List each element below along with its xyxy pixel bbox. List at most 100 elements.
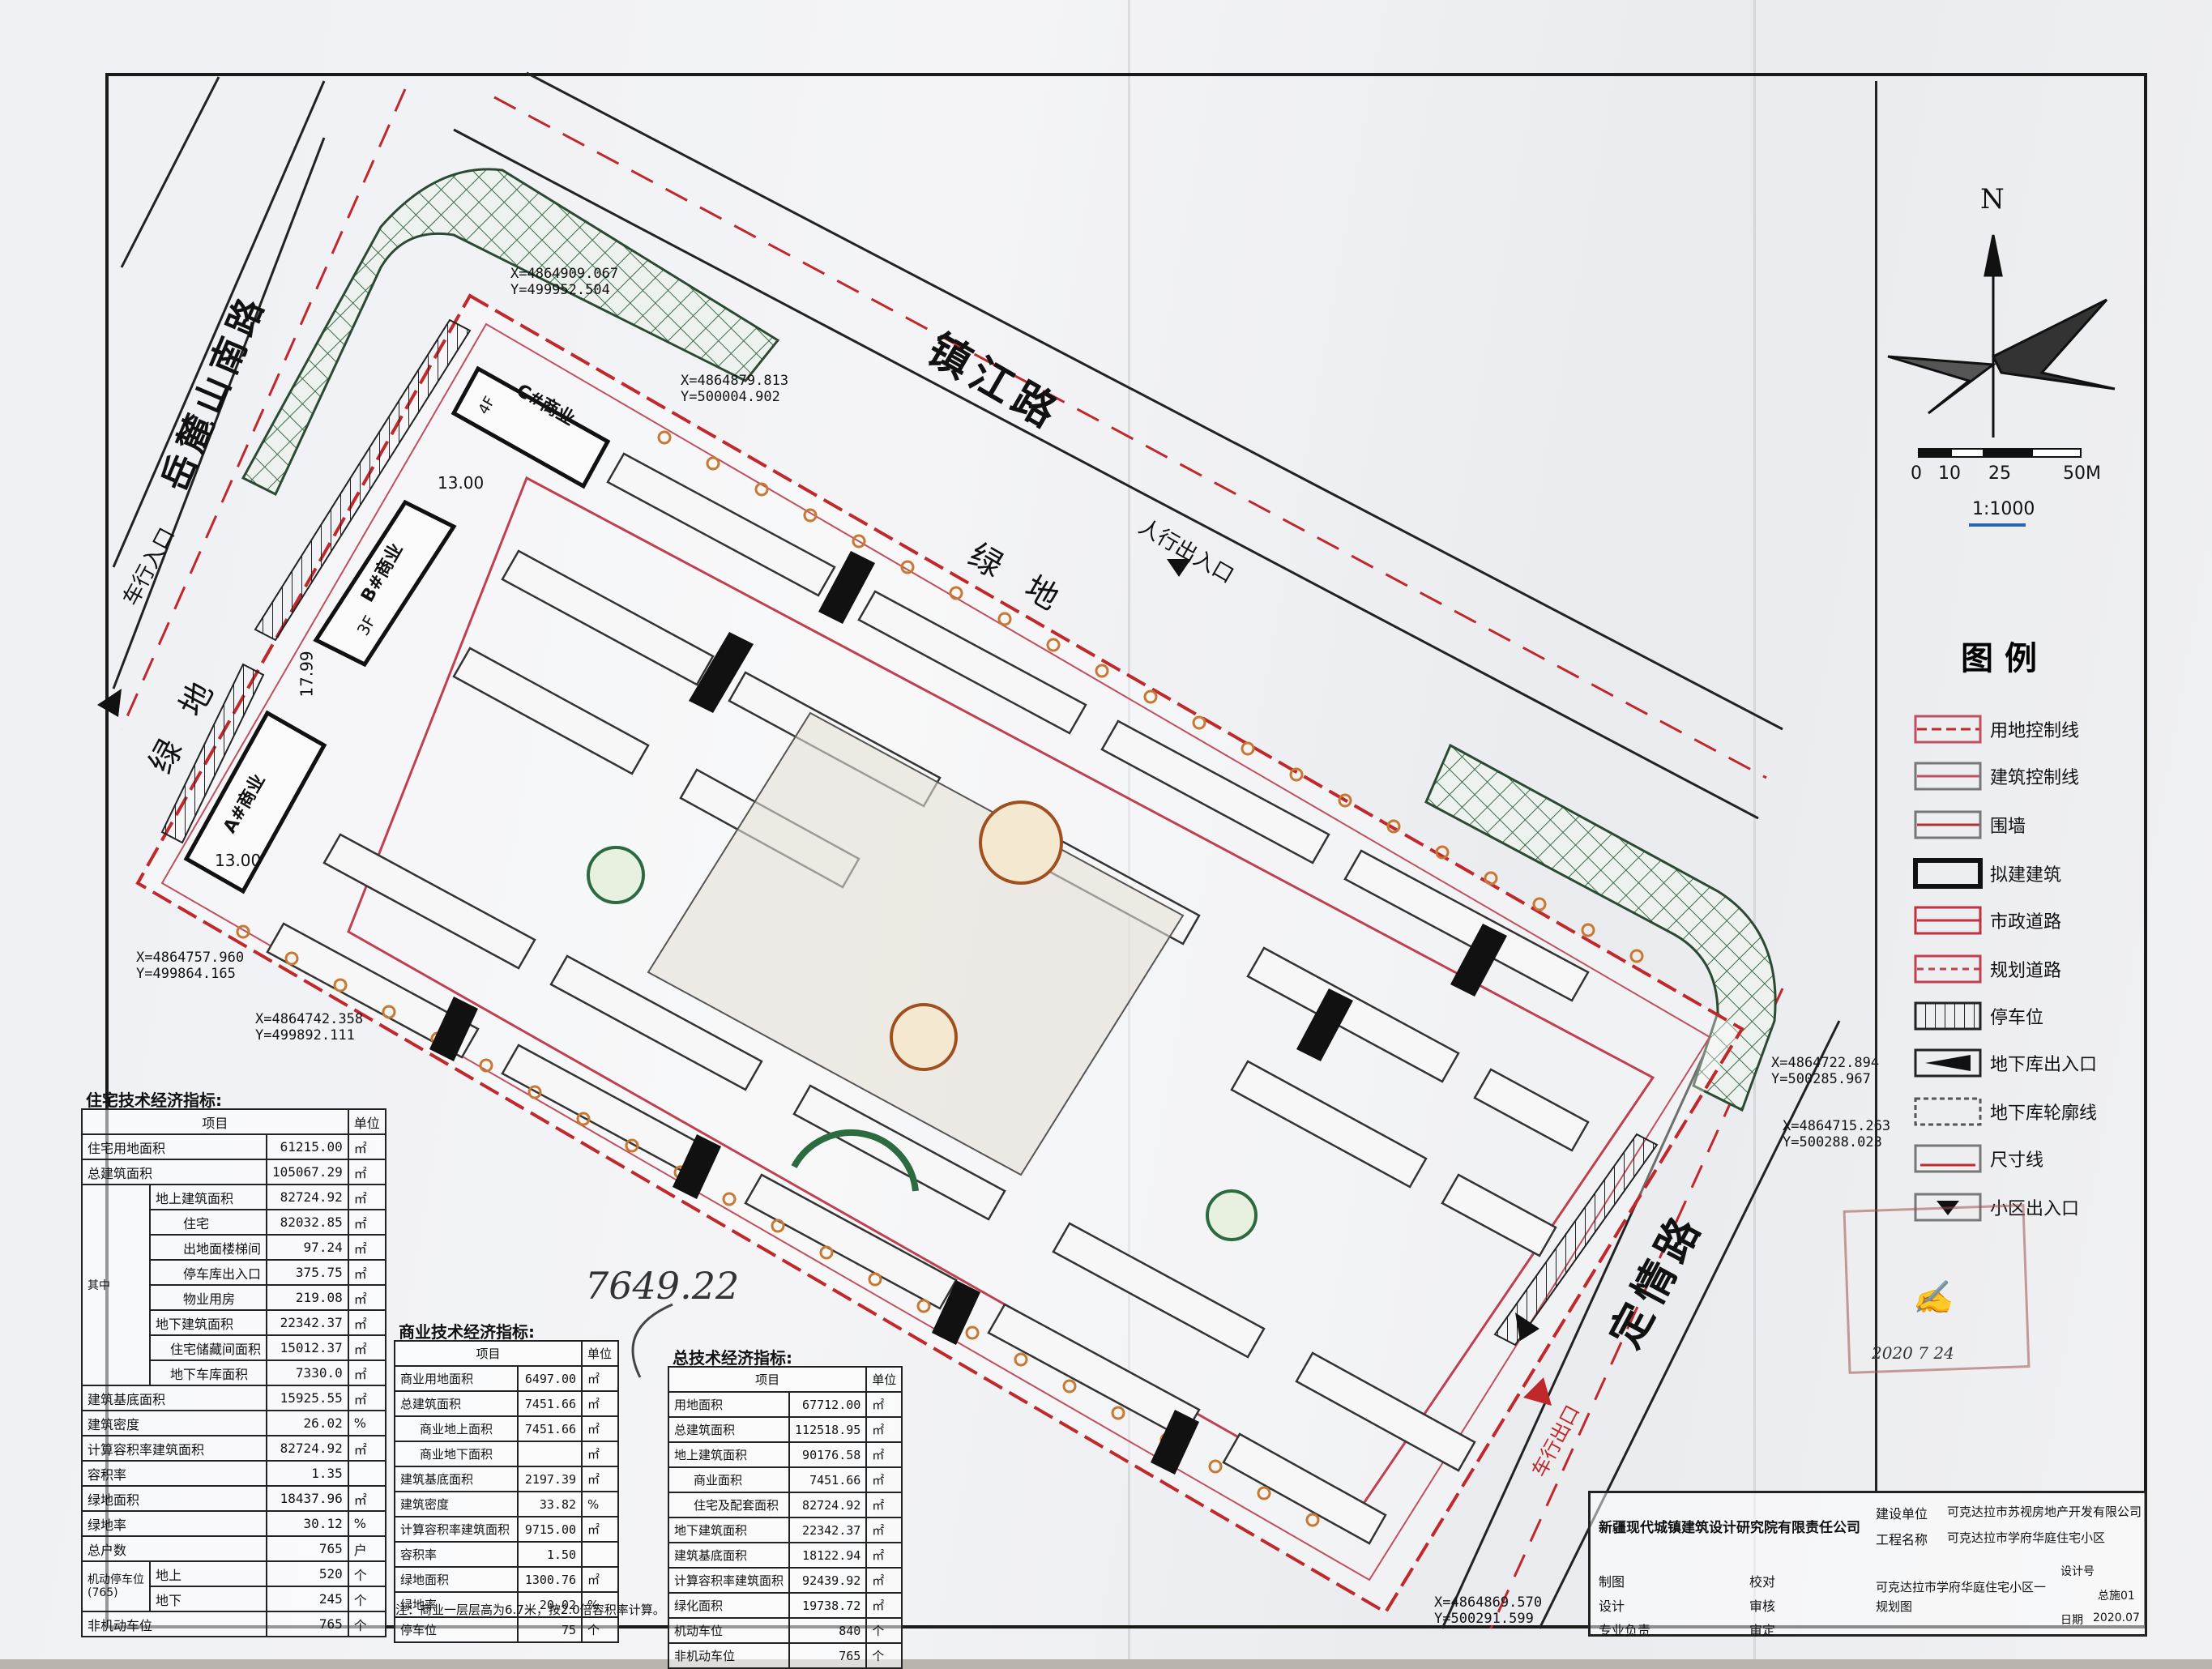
scale-tick: 50M (2063, 463, 2101, 484)
table-header: 项目单位 (393, 1340, 619, 1367)
role-label: 专业负责 (1599, 1623, 1651, 1638)
parking-strips (160, 318, 1659, 1347)
scale-ratio: 1:1000 (1972, 499, 2035, 519)
role-label: 设计 (1599, 1599, 1625, 1614)
project-label: 工程名称 (1876, 1532, 1928, 1547)
green-area (1424, 743, 1777, 1112)
date-label: 日期 (2060, 1614, 2083, 1627)
role-label: 审核 (1749, 1599, 1776, 1614)
scale-tick: 0 (1911, 463, 1922, 484)
green-area (241, 168, 780, 497)
drawing-no: 总施01 (2098, 1590, 2135, 1603)
dimension-label: 17.99 (297, 651, 317, 698)
signature: ✍ (1912, 1279, 1953, 1317)
table-header: 项目单位 (81, 1108, 386, 1135)
paper-fold (1753, 0, 1756, 1659)
legend-item: 围墙 (1990, 817, 2026, 837)
stamp-date: 2020 7 24 (1872, 1343, 1954, 1363)
designer-name: 新疆现代城镇建筑设计研究院有限责任公司 (1599, 1520, 1860, 1536)
legend-item: 尺寸线 (1990, 1150, 2044, 1171)
legend-item: 建筑控制线 (1990, 768, 2080, 788)
drawing-title: 可克达拉市学府华庭住宅小区一规划图 (1876, 1580, 2047, 1614)
legend-item: 地下库轮廓线 (1990, 1103, 2098, 1124)
client-name: 可克达拉市苏视房地产开发有限公司 (1947, 1505, 2142, 1519)
client-label: 建设单位 (1876, 1506, 1928, 1522)
role-label: 制图 (1599, 1574, 1625, 1590)
role-label: 校对 (1749, 1574, 1776, 1590)
commercial-table-title: 商业技术经济指标: (399, 1322, 535, 1342)
entrance-arrows (97, 559, 1552, 1406)
legend-item: 停车位 (1990, 1008, 2044, 1028)
legend-item: 市政道路 (1990, 912, 2062, 933)
garage-entrances (429, 551, 1507, 1475)
paper-fold (1128, 0, 1130, 1659)
drawing-date: 2020.07 (2093, 1611, 2140, 1624)
central-plaza (587, 711, 1258, 1241)
total-table-title: 总技术经济指标: (673, 1348, 792, 1368)
legend-item: 拟建建筑 (1990, 865, 2062, 886)
drawing-no-label: 设计号 (2060, 1565, 2095, 1578)
legend-item: 小区出入口 (1990, 1199, 2080, 1219)
legend-title: 图例 (1961, 640, 2048, 677)
table-header: 项目单位 (667, 1366, 903, 1393)
role-label: 审定 (1749, 1623, 1776, 1638)
north-arrow (1887, 234, 2116, 438)
legend-symbols (1913, 715, 1983, 1222)
commercial-note: 注：商业一层层高为6.7米，按2.0倍容积率计算。 (395, 1603, 665, 1617)
residential-table-title: 住宅技术经济指标: (86, 1091, 222, 1110)
commercial-buildings (183, 365, 611, 894)
road-lines (112, 71, 1841, 1629)
title-block: 新疆现代城镇建筑设计研究院有限责任公司 制图 设计 专业负责 校对 审核 审定 … (1588, 1491, 2147, 1638)
dimension-label: 13.00 (438, 473, 485, 493)
scale-tick: 25 (1988, 463, 2011, 484)
handwritten-arrow (631, 1303, 673, 1378)
scale-tick: 10 (1938, 463, 1961, 484)
